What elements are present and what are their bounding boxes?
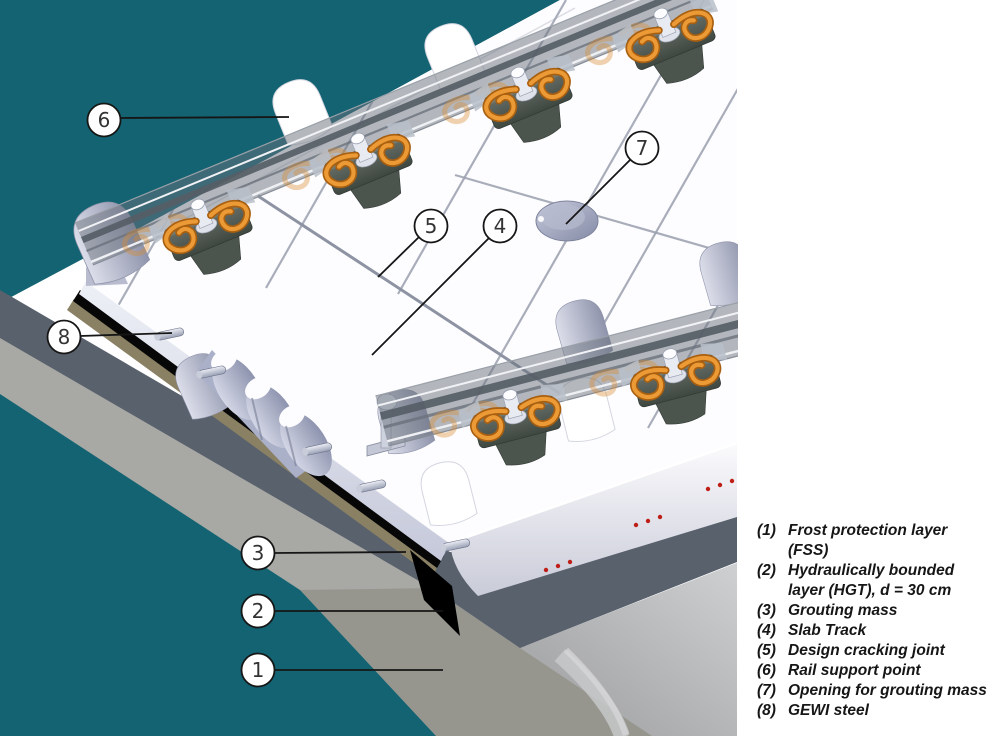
legend-item-num: (8) — [757, 702, 776, 719]
fss-front-face — [300, 588, 652, 736]
callout-5-label: 5 — [425, 214, 438, 238]
legend-item: (8) GEWI steel — [757, 701, 989, 721]
legend-item-num: (7) — [757, 682, 776, 699]
legend-item-text: Grouting mass — [788, 602, 898, 619]
gewi-steel-rods — [154, 327, 471, 552]
callout-1: 1 — [240, 652, 443, 688]
legend-item-num: (3) — [757, 602, 776, 619]
legend-item: (6) Rail support point — [757, 661, 989, 681]
legend-item-num: (6) — [757, 662, 776, 679]
callout-3: 3 — [240, 535, 407, 571]
callout-2: 2 — [240, 593, 443, 629]
callout-7-label: 7 — [636, 136, 649, 160]
fss-corner-sheen — [554, 649, 630, 736]
legend-item-text: Opening for grouting mass — [788, 682, 987, 699]
front-face-markers — [543, 478, 735, 573]
callout-2-label: 2 — [252, 599, 265, 623]
legend: (1) Frost protection layer (FSS) (2) Hyd… — [757, 521, 989, 721]
legend-item-num: (2) — [757, 562, 776, 579]
legend-item: (3) Grouting mass — [757, 601, 989, 621]
legend-item-text: Hydraulically bounded layer (HGT), d = 3… — [788, 562, 955, 599]
slab-front-edge-highlight — [449, 441, 738, 545]
fss-corner-sheen-bright — [563, 647, 629, 736]
callout-5: 5 — [377, 208, 449, 278]
callout-4: 4 — [371, 208, 518, 356]
grouting-mass-wedge — [410, 550, 460, 636]
fss-front-corner — [520, 563, 737, 736]
callout-1-label: 1 — [252, 658, 265, 682]
callout-4-label: 4 — [494, 214, 507, 238]
callout-6: 6 — [86, 102, 290, 138]
teal-background-bottom — [0, 394, 436, 736]
legend-item-num: (5) — [757, 642, 776, 659]
grouting-opening — [535, 200, 599, 242]
callout-3-label: 3 — [252, 541, 265, 565]
legend-item-text: Slab Track — [788, 622, 867, 639]
legend-item: (5) Design cracking joint — [757, 641, 989, 661]
legend-item-text: GEWI steel — [788, 702, 869, 719]
legend-item: (2) Hydraulically bounded layer (HGT), d… — [757, 561, 989, 601]
legend-item-text: Rail support point — [788, 662, 921, 679]
callout-8-label: 8 — [58, 325, 71, 349]
legend-item-num: (1) — [757, 522, 776, 539]
legend-item-text: Frost protection layer (FSS) — [788, 522, 948, 559]
bedding-strip — [67, 299, 438, 577]
callout-8: 8 — [46, 319, 173, 355]
legend-item: (4) Slab Track — [757, 621, 989, 641]
callouts: 6 7 5 4 8 3 2 — [46, 102, 660, 688]
legend-item-num: (4) — [757, 622, 776, 639]
legend-item: (1) Frost protection layer (FSS) — [757, 521, 989, 561]
callout-6-label: 6 — [98, 108, 111, 132]
legend-item: (7) Opening for grouting mass — [757, 681, 989, 701]
callout-7: 7 — [565, 130, 660, 225]
slab-front-face — [450, 443, 737, 596]
legend-item-text: Design cracking joint — [788, 642, 945, 659]
